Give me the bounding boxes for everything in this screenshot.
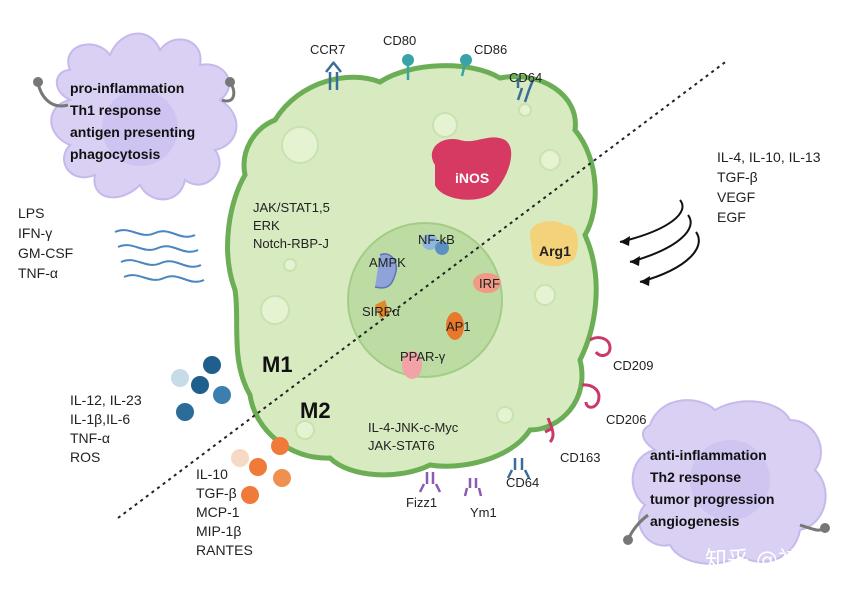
ap1-factor: AP1 <box>446 312 471 340</box>
m1-secreted-2: TNF-α <box>70 430 110 446</box>
ampk-factor: AMPK <box>369 253 406 289</box>
m1-function-3: phagocytosis <box>70 146 160 162</box>
m2-secreted-4: RANTES <box>196 542 253 558</box>
cd163-receptor: CD163 <box>544 417 600 465</box>
watermark: 知乎 @祎蝶 <box>705 548 822 573</box>
m2-label: M2 <box>300 398 331 423</box>
arg1-label: Arg1 <box>539 243 571 259</box>
ppar-factor: PPAR-γ <box>400 349 446 379</box>
m2-function-3: angiogenesis <box>650 513 740 529</box>
nfkb-factor: NF-kB <box>418 232 455 255</box>
m1-function-1: Th1 response <box>70 102 161 118</box>
m1-stimulus-2: GM-CSF <box>18 245 73 261</box>
ampk-label: AMPK <box>369 255 406 270</box>
m2-stimulus-0: IL-4, IL-10, IL-13 <box>717 149 821 165</box>
m2-function-1: Th2 response <box>650 469 741 485</box>
m1-function-2: antigen presenting <box>70 124 195 140</box>
m2-stimulus-2: VEGF <box>717 189 755 205</box>
cd64-top-label: CD64 <box>509 70 542 85</box>
cd86-label: CD86 <box>474 42 507 57</box>
m2-function-2: tumor progression <box>650 491 774 507</box>
fizz1-receptor: Fizz1 <box>406 472 442 510</box>
cd86-receptor: CD86 <box>460 42 507 77</box>
m2-function-0: anti-inflammation <box>650 447 767 463</box>
irf-factor: IRF <box>473 273 501 293</box>
ccr7-label: CCR7 <box>310 42 345 57</box>
m1-secreted: IL-12, IL-23 IL-1β,IL-6 TNF-α ROS <box>70 392 142 465</box>
cd163-label: CD163 <box>560 450 600 465</box>
m2-pathway-0: IL-4-JNK-c-Myc <box>368 420 459 435</box>
cd209-label: CD209 <box>613 358 653 373</box>
m1-pathway-2: Notch-RBP-J <box>253 236 329 251</box>
m1-stimulus-waves <box>114 229 205 283</box>
macrophage-cell: JAK/STAT1,5 ERK Notch-RBP-J IL-4-JNK-c-M… <box>225 63 599 478</box>
fizz1-label: Fizz1 <box>406 495 437 510</box>
m1-pathway-1: ERK <box>253 218 280 233</box>
m2-secreted-2: MCP-1 <box>196 504 240 520</box>
cd206-receptor: CD206 <box>581 383 646 427</box>
m2-macrophage-blob: anti-inflammation Th2 response tumor pro… <box>623 399 830 565</box>
m1-stimulus-0: LPS <box>18 205 44 221</box>
cd80-receptor: CD80 <box>383 33 416 80</box>
m1-stimulus-1: IFN-γ <box>18 225 52 241</box>
cd64-top-receptor: CD64 <box>509 70 542 103</box>
m1-secreted-1: IL-1β,IL-6 <box>70 411 130 427</box>
m1-stimuli: LPS IFN-γ GM-CSF TNF-α <box>18 205 73 281</box>
ap1-label: AP1 <box>446 319 471 334</box>
sirpa-factor: SIRPα <box>362 300 400 319</box>
m1-secreted-3: ROS <box>70 449 100 465</box>
cd206-label: CD206 <box>606 412 646 427</box>
nfkb-label: NF-kB <box>418 232 455 247</box>
m1-secreted-dots <box>171 356 231 421</box>
m2-secreted: IL-10 TGF-β MCP-1 MIP-1β RANTES <box>196 466 253 558</box>
cd64-bottom-label: CD64 <box>506 475 539 490</box>
inos-label: iNOS <box>455 170 489 186</box>
m1-label: M1 <box>262 352 293 377</box>
m2-stimulus-3: EGF <box>717 209 746 225</box>
m2-secreted-dots <box>231 437 291 504</box>
ccr7-receptor: CCR7 <box>310 42 345 90</box>
m2-secreted-0: IL-10 <box>196 466 228 482</box>
cd209-receptor: CD209 <box>589 336 653 373</box>
inos-enzyme: iNOS <box>431 137 512 200</box>
arg1-enzyme: Arg1 <box>530 221 578 267</box>
m1-macrophage-blob: pro-inflammation Th1 response antigen pr… <box>33 32 238 201</box>
ppar-label: PPAR-γ <box>400 349 446 364</box>
m1-secreted-0: IL-12, IL-23 <box>70 392 142 408</box>
m1-pathway-0: JAK/STAT1,5 <box>253 200 330 215</box>
m2-stimulus-arrows <box>619 199 700 286</box>
irf-label: IRF <box>479 276 500 291</box>
m1-function-0: pro-inflammation <box>70 80 184 96</box>
m2-pathway-1: JAK-STAT6 <box>368 438 435 453</box>
cd80-label: CD80 <box>383 33 416 48</box>
m1-m2-divider <box>117 59 729 519</box>
ym1-label: Ym1 <box>470 505 497 520</box>
cd64-bottom-receptor: CD64 <box>506 458 539 490</box>
m2-secreted-1: TGF-β <box>196 485 237 501</box>
m2-secreted-3: MIP-1β <box>196 523 241 539</box>
m1-stimulus-3: TNF-α <box>18 265 58 281</box>
m2-stimulus-1: TGF-β <box>717 169 758 185</box>
m2-stimuli: IL-4, IL-10, IL-13 TGF-β VEGF EGF <box>717 149 821 225</box>
ym1-receptor: Ym1 <box>463 478 497 520</box>
sirpa-label: SIRPα <box>362 304 400 319</box>
